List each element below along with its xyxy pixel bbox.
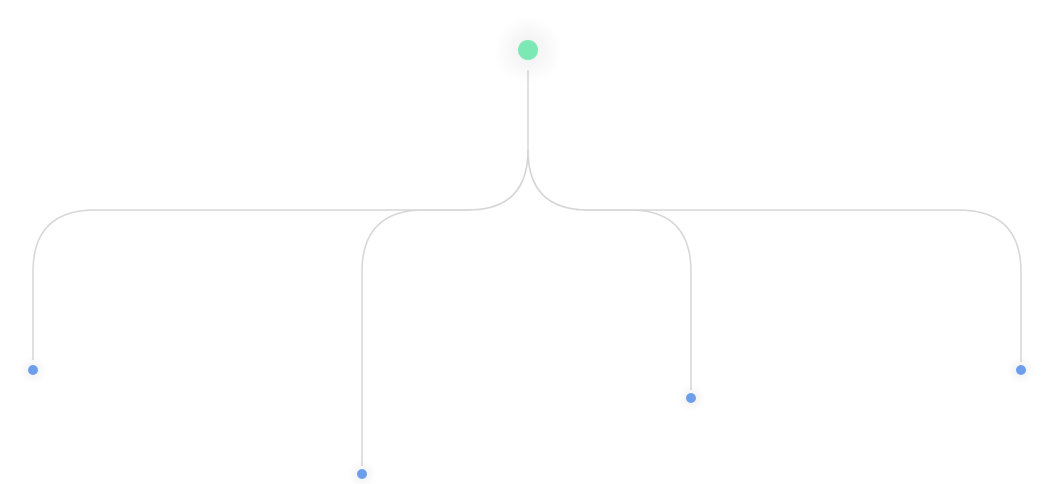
child-node-1-dot[interactable] [28,365,38,375]
child-node-2-dot[interactable] [357,469,367,479]
child-node-3-dot[interactable] [686,393,696,403]
edges [32,70,1022,466]
root-node[interactable] [494,16,562,84]
root-node-dot[interactable] [518,40,538,60]
nodes [19,16,1035,484]
child-node-4-dot[interactable] [1016,365,1026,375]
child-node-2[interactable] [348,460,376,484]
edge-root-to-child-1 [32,70,529,360]
child-node-3[interactable] [677,384,705,412]
child-node-4[interactable] [1007,356,1035,384]
child-node-1[interactable] [19,356,47,384]
edge-root-to-child-4 [527,149,1022,362]
edge-root-to-child-3 [527,149,692,390]
edge-root-to-child-2 [361,149,529,466]
